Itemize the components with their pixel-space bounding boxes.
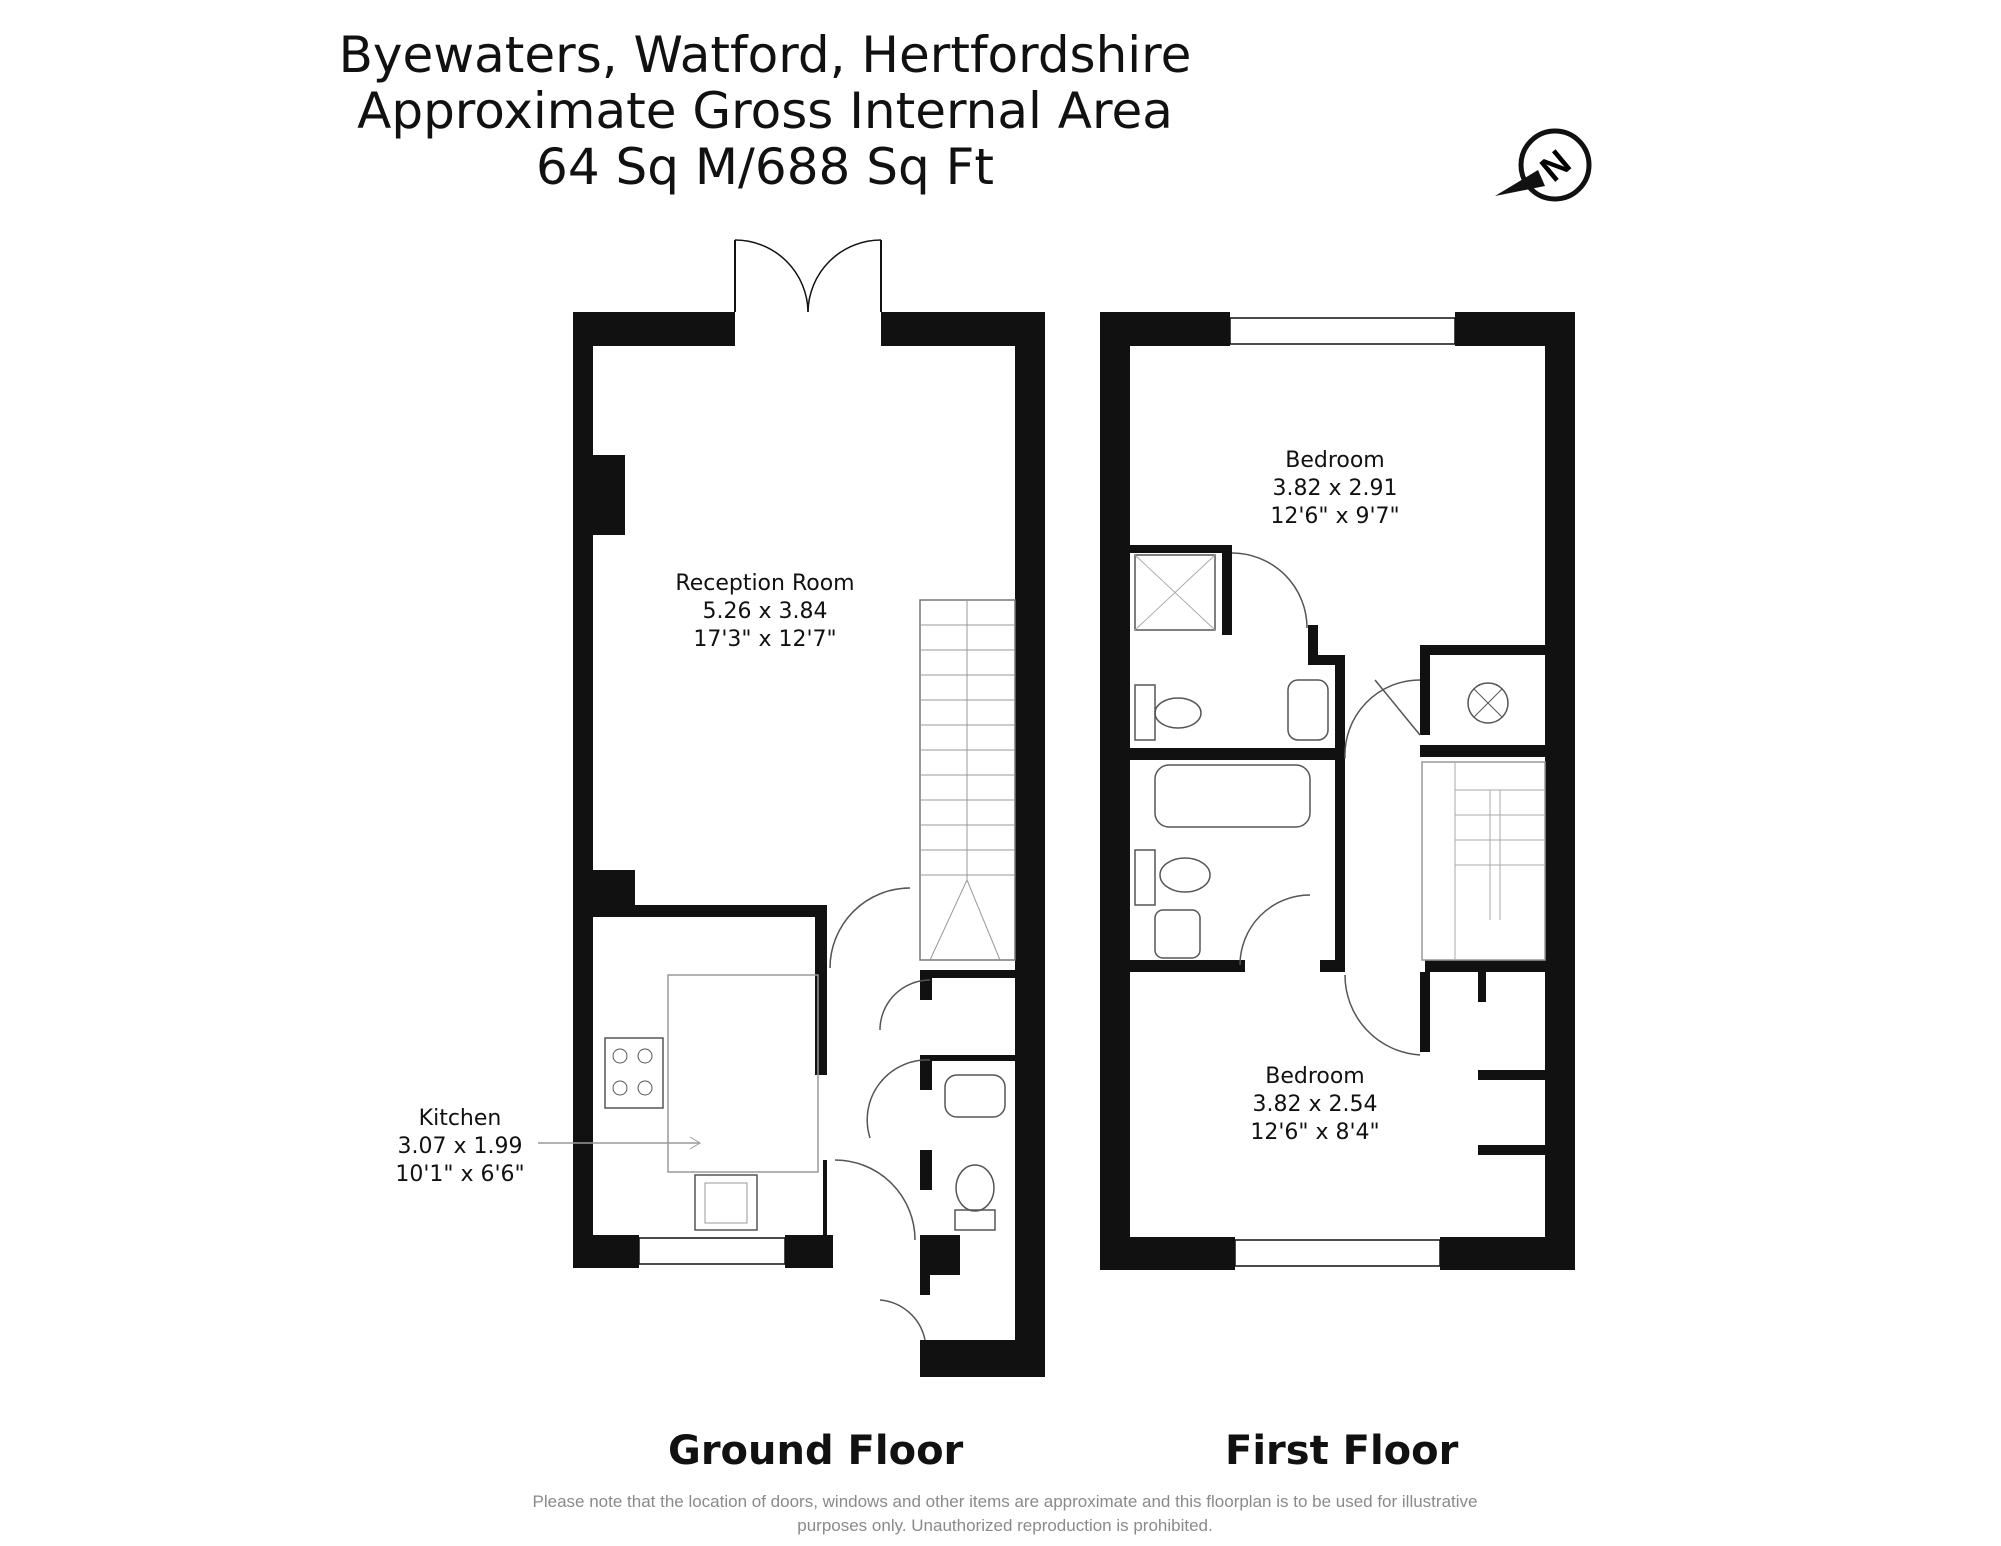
svg-text:Bedroom: Bedroom xyxy=(1265,1064,1365,1089)
address-title: Byewaters, Watford, Hertfordshire xyxy=(338,26,1192,84)
first-floor-label: First Floor xyxy=(1225,1428,1459,1474)
svg-text:17'3" x 12'7": 17'3" x 12'7" xyxy=(693,627,836,652)
label-bedroom-1: Bedroom 3.82 x 2.91 12'6" x 9'7" xyxy=(1270,448,1399,529)
svg-text:Bedroom: Bedroom xyxy=(1285,448,1385,473)
svg-text:12'6" x 8'4": 12'6" x 8'4" xyxy=(1250,1120,1379,1145)
svg-text:12'6" x 9'7": 12'6" x 9'7" xyxy=(1270,504,1399,529)
disclaimer: Please note that the location of doors, … xyxy=(480,1490,1530,1538)
label-bedroom-2: Bedroom 3.82 x 2.54 12'6" x 8'4" xyxy=(1250,1064,1379,1145)
area-caption: Approximate Gross Internal Area xyxy=(357,82,1173,140)
compass-north-icon: N xyxy=(1495,128,1592,202)
label-kitchen: Kitchen 3.07 x 1.99 10'1" x 6'6" xyxy=(395,1106,524,1187)
ground-floor-plan xyxy=(538,239,1045,1377)
svg-text:Kitchen: Kitchen xyxy=(419,1106,502,1131)
area-value: 64 Sq M/688 Sq Ft xyxy=(536,138,994,196)
svg-text:3.07 x 1.99: 3.07 x 1.99 xyxy=(398,1134,523,1159)
svg-text:10'1" x 6'6": 10'1" x 6'6" xyxy=(395,1162,524,1187)
svg-text:3.82 x 2.91: 3.82 x 2.91 xyxy=(1273,476,1398,501)
svg-text:Reception Room: Reception Room xyxy=(675,571,854,596)
svg-text:3.82 x 2.54: 3.82 x 2.54 xyxy=(1253,1092,1378,1117)
svg-text:5.26 x 3.84: 5.26 x 3.84 xyxy=(703,599,828,624)
ground-floor-label: Ground Floor xyxy=(668,1428,964,1474)
disclaimer-line-1: Please note that the location of doors, … xyxy=(532,1492,1478,1511)
disclaimer-line-2: purposes only. Unauthorized reproduction… xyxy=(797,1516,1213,1535)
label-reception-room: Reception Room 5.26 x 3.84 17'3" x 12'7" xyxy=(675,571,854,652)
first-floor-plan xyxy=(1100,312,1575,1270)
